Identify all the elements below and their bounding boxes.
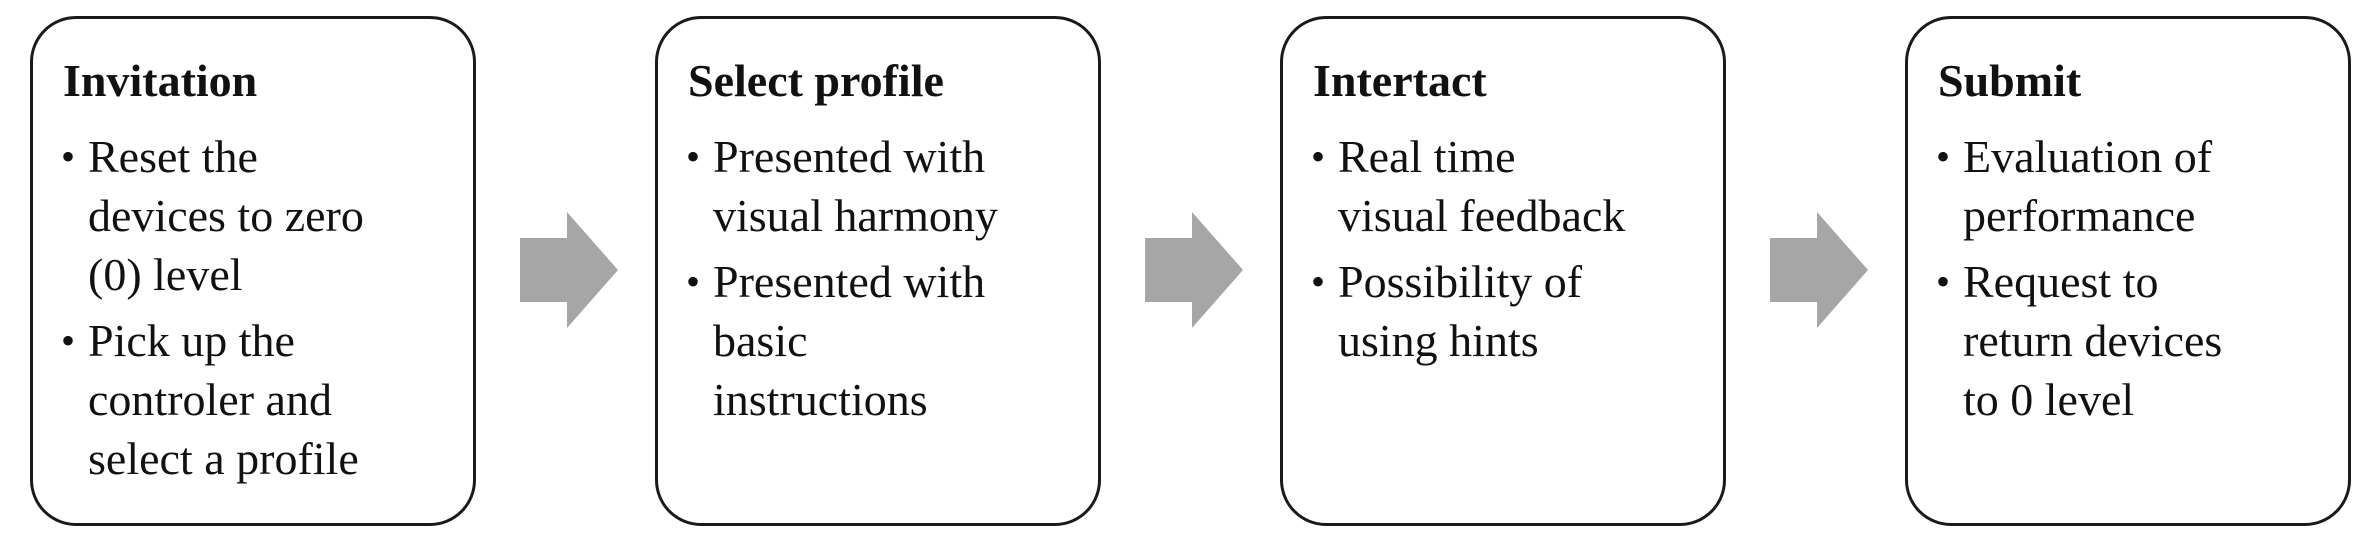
bullet-text-line: using hints <box>1338 315 1539 366</box>
bullet-text-line: to 0 level <box>1963 374 2135 425</box>
bullet-text-line: Real time <box>1338 131 1516 182</box>
bullet-text-line: (0) level <box>88 249 243 300</box>
bullet-item: • Pick up the controler and select a profil… <box>61 311 449 488</box>
bullet-item: • Request to return devices to 0 level <box>1936 252 2324 429</box>
bullet-text-line: performance <box>1963 190 2196 241</box>
bullet-text-line: controler and <box>88 374 332 425</box>
bullet-item: • Evaluation of performance <box>1936 127 2324 245</box>
step-title: Submit <box>1938 55 2082 106</box>
bullet-marker: • <box>61 318 76 363</box>
bullet-item: • Presented with visual harmony <box>686 127 1074 245</box>
bullet-list: • Reset the devices to zero (0) level • Pick … <box>61 127 449 488</box>
bullet-text-line: visual feedback <box>1338 190 1626 241</box>
bullet-item: • Possibility of using hints <box>1311 252 1699 370</box>
bullet-text-line: select a profile <box>88 433 359 484</box>
bullet-text-line: Presented with <box>713 256 986 307</box>
bullet-text-line: Reset the <box>88 131 258 182</box>
step-title: Intertact <box>1313 55 1487 106</box>
bullet-marker: • <box>1311 259 1326 304</box>
right-arrow-icon <box>1145 212 1243 328</box>
step-box-submit: Submit • Evaluation of performance • Request… <box>1905 16 2351 526</box>
bullet-text-line: Evaluation of <box>1963 131 2213 182</box>
bullet-marker: • <box>1936 259 1951 304</box>
bullet-text-line: devices to zero <box>88 190 364 241</box>
bullet-item: • Real time visual feedback <box>1311 127 1699 245</box>
bullet-list: • Real time visual feedback • Possibility of… <box>1311 127 1699 370</box>
bullet-list: • Evaluation of performance • Request to retu… <box>1936 127 2324 429</box>
bullet-text-line: basic <box>713 315 808 366</box>
bullet-text-line: instructions <box>713 374 928 425</box>
bullet-text-line: Pick up the <box>88 315 295 366</box>
bullet-marker: • <box>686 134 701 179</box>
bullet-text-line: Possibility of <box>1338 256 1583 307</box>
bullet-text-line: return devices <box>1963 315 2223 366</box>
step-box-select-profile: Select profile • Presented with visual har… <box>655 16 1101 526</box>
bullet-item: • Presented with basic instructions <box>686 252 1074 429</box>
right-arrow-icon <box>520 212 618 328</box>
bullet-text-line: Request to <box>1963 256 2159 307</box>
bullet-marker: • <box>61 134 76 179</box>
step-title: Select profile <box>688 55 944 106</box>
bullet-marker: • <box>1936 134 1951 179</box>
bullet-text-line: visual harmony <box>713 190 998 241</box>
right-arrow-icon <box>1770 212 1868 328</box>
bullet-item: • Reset the devices to zero (0) level <box>61 127 449 304</box>
bullet-text-line: Presented with <box>713 131 986 182</box>
bullet-list: • Presented with visual harmony • Presented … <box>686 127 1074 429</box>
step-title: Invitation <box>63 55 258 106</box>
step-box-invitation: Invitation • Reset the devices to zero (0) … <box>30 16 476 526</box>
bullet-marker: • <box>1311 134 1326 179</box>
step-box-interact: Intertact • Real time visual feedback • Poss… <box>1280 16 1726 526</box>
bullet-marker: • <box>686 259 701 304</box>
